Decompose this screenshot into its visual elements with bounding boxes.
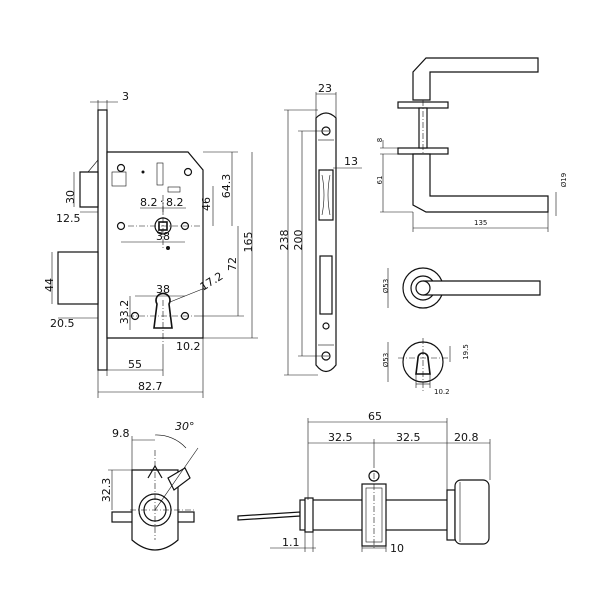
dim-32-5-left: 32.5 (328, 431, 353, 444)
dim-19-5: 19.5 (462, 344, 470, 360)
angle-arc (154, 434, 187, 449)
faceplate-view: 23 13 238 200 (278, 82, 362, 376)
dim-3: 3 (122, 90, 129, 103)
dim-165: 165 (242, 232, 255, 253)
dim-32-5-right: 32.5 (396, 431, 421, 444)
dim-8-2-right: 8.2 (166, 196, 184, 209)
dim-12-5: 12.5 (56, 212, 81, 225)
dim-escutcheon-phi-53: Ø53 (382, 353, 390, 367)
dim-200: 200 (292, 230, 305, 251)
dim-61: 61 (376, 176, 384, 185)
dim-32-3: 32.3 (100, 478, 113, 503)
thumb-turn (454, 479, 490, 545)
dim-65: 65 (368, 410, 382, 423)
dim-esc-10-2: 10.2 (434, 388, 450, 396)
rosette-view: Ø53 (382, 267, 541, 309)
lock-case (106, 151, 204, 339)
dim-8: 8 (376, 138, 384, 142)
dead-bolt (57, 251, 99, 305)
faceplate-latch (318, 169, 334, 221)
escutcheon-keyhole (415, 352, 431, 375)
dim-33-2: 33.2 (118, 300, 131, 325)
screw-hole (116, 221, 126, 231)
faceplate-bolt (319, 255, 333, 315)
dim-23: 23 (318, 82, 332, 95)
dim-30: 30 (64, 190, 77, 204)
dim-30-deg: 30° (175, 420, 195, 433)
dim-38-top: 38 (156, 230, 170, 243)
dim-64-3: 64.3 (220, 174, 233, 199)
dim-8-2-left: 8.2 (140, 196, 158, 209)
dim-82-7: 82.7 (138, 380, 163, 393)
upper-lever (412, 57, 539, 101)
dim-13: 13 (344, 155, 358, 168)
cylinder-side-view: 65 32.5 32.5 20.8 1.1 10 (237, 410, 491, 555)
dim-38-mid: 38 (156, 283, 170, 296)
faceplate (315, 112, 337, 373)
dim-20-5: 20.5 (50, 317, 75, 330)
cylinder-cutout (153, 292, 173, 329)
screw-hole (116, 163, 126, 173)
dim-44: 44 (43, 278, 56, 292)
dim-1-1: 1.1 (282, 536, 300, 549)
key-blade (237, 511, 301, 521)
dim-135: 135 (474, 219, 487, 227)
dim-10-2: 10.2 (176, 340, 201, 353)
dim-238: 238 (278, 230, 291, 251)
dim-rosette-phi-53: Ø53 (382, 279, 390, 293)
dim-55: 55 (128, 358, 142, 371)
escutcheon-view: Ø53 19.5 10.2 (382, 338, 470, 396)
svg-text:·: · (160, 195, 164, 208)
lock-faceplate-edge (97, 109, 108, 371)
latch-bolt (79, 171, 99, 208)
dim-phi-19: Ø19 (560, 173, 568, 187)
lower-lever (412, 153, 549, 213)
lock-body-view: 3 30 12.5 44 20.5 8.2 8.2 · 38 46 64.3 1… (43, 90, 258, 398)
dim-10: 10 (390, 542, 404, 555)
rosette-lever (423, 280, 541, 296)
lever-handle-view: 8 61 Ø19 135 (376, 57, 568, 232)
dim-20-8: 20.8 (454, 431, 479, 444)
cylinder-front-view: 9.8 30° 32.3 (100, 420, 199, 551)
dim-46: 46 (200, 197, 213, 211)
screw-hole (183, 167, 193, 177)
dim-72: 72 (226, 257, 239, 271)
dim-9-8: 9.8 (112, 427, 130, 440)
